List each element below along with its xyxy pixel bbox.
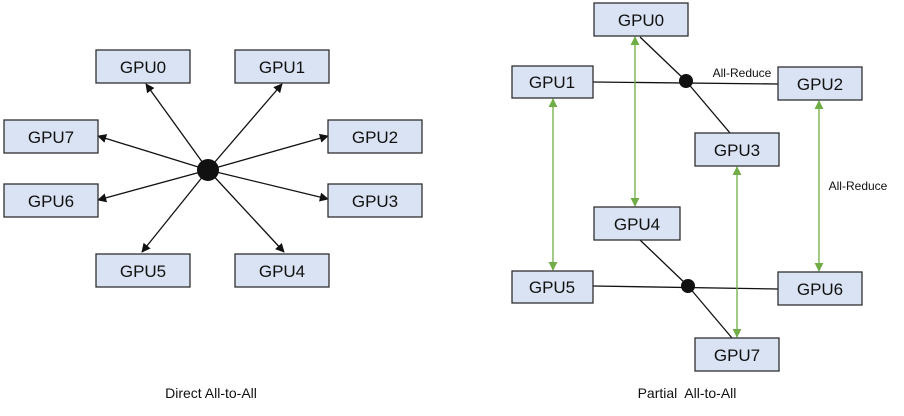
right-gpu1-box: GPU1 [511, 65, 594, 99]
partial-hub-top [679, 74, 693, 88]
direct-hub-node [197, 159, 219, 181]
partial-all-to-all-diagram: GPU0 GPU1 GPU2 GPU3 GPU4 GPU5 [511, 2, 888, 401]
right-all-reduce-label: All-Reduce [829, 179, 888, 193]
left-gpu6-box: GPU6 [3, 183, 99, 218]
link-hub-top-gpu3 [685, 80, 731, 134]
left-gpu2-label: GPU2 [352, 128, 398, 147]
left-gpu7-label: GPU7 [28, 128, 74, 147]
link-gpu4-hub-bottom [639, 239, 689, 287]
left-gpu7-box: GPU7 [3, 119, 99, 154]
left-gpu0-box: GPU0 [95, 49, 191, 84]
spoke-to-gpu4 [207, 169, 285, 253]
direct-caption: Direct All-to-All [165, 385, 257, 401]
left-gpu4-label: GPU4 [259, 262, 305, 281]
top-all-reduce-label: All-Reduce [713, 66, 772, 80]
spoke-to-gpu5 [141, 169, 209, 253]
right-gpu1-label: GPU1 [529, 73, 575, 92]
link-hub-bottom-gpu7 [687, 285, 733, 339]
left-gpu0-label: GPU0 [120, 58, 166, 77]
left-gpu5-label: GPU5 [120, 262, 166, 281]
spoke-to-gpu1 [207, 83, 283, 171]
right-gpu3-label: GPU3 [714, 141, 760, 160]
right-gpu6-box: GPU6 [777, 271, 863, 306]
right-gpu0-label: GPU0 [618, 11, 664, 30]
direct-all-to-all-diagram: GPU0 GPU1 GPU7 GPU2 GPU6 GPU3 [3, 49, 423, 401]
right-gpu5-box: GPU5 [511, 270, 594, 304]
link-gpu0-hub-top [639, 36, 687, 82]
spoke-to-gpu0 [145, 83, 209, 171]
partial-hub-bottom [681, 279, 695, 293]
spoke-to-gpu3 [207, 169, 329, 202]
left-gpu3-box: GPU3 [327, 183, 423, 218]
right-gpu0-box: GPU0 [593, 2, 689, 37]
right-gpu2-box: GPU2 [777, 66, 863, 101]
left-gpu4-box: GPU4 [234, 253, 330, 288]
partial-caption: Partial All-to-All [638, 385, 737, 401]
right-gpu3-box: GPU3 [694, 132, 780, 167]
left-gpu2-box: GPU2 [327, 119, 423, 154]
right-gpu4-box: GPU4 [593, 206, 681, 241]
left-gpu6-label: GPU6 [28, 192, 74, 211]
left-gpu1-box: GPU1 [234, 49, 330, 84]
right-gpu7-box: GPU7 [694, 337, 780, 372]
right-gpu7-label: GPU7 [714, 346, 760, 365]
left-gpu5-box: GPU5 [95, 253, 191, 288]
right-gpu5-label: GPU5 [529, 278, 575, 297]
spoke-to-gpu6 [97, 169, 209, 203]
right-gpu6-label: GPU6 [797, 280, 843, 299]
spoke-to-gpu2 [207, 133, 329, 171]
right-gpu2-label: GPU2 [797, 75, 843, 94]
right-gpu4-label: GPU4 [614, 215, 660, 234]
spoke-to-gpu7 [97, 134, 209, 171]
left-gpu1-label: GPU1 [259, 58, 305, 77]
left-gpu3-label: GPU3 [352, 192, 398, 211]
